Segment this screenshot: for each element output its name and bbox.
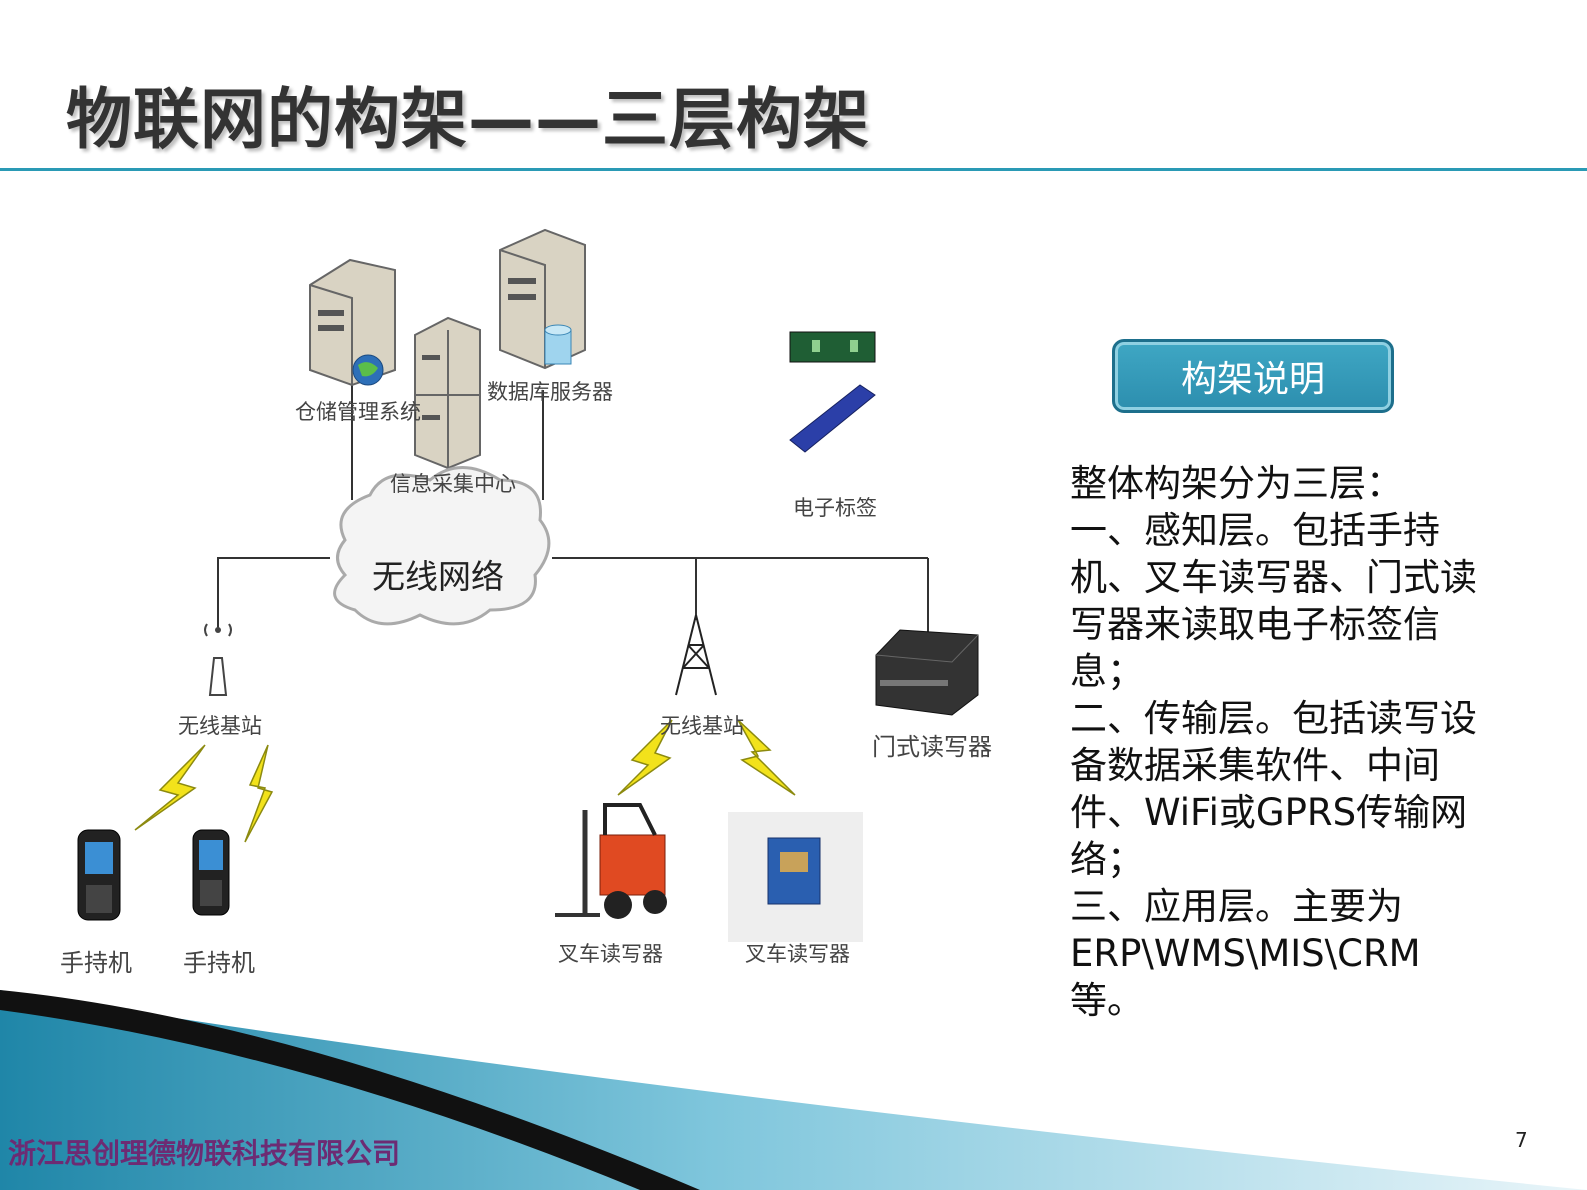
architecture-description: 整体构架分为三层： 一、感知层。包括手持机、叉车读写器、门式读写器来读取电子标签… <box>1070 460 1490 1024</box>
door-reader-icon <box>875 629 979 716</box>
forklift-reader-label-2: 叉车读写器 <box>745 942 850 966</box>
vehicle-reader-icon <box>728 812 863 942</box>
db-server-label: 数据库服务器 <box>487 380 613 404</box>
forklift-icon <box>555 803 667 919</box>
architecture-explanation-button[interactable]: 构架说明 <box>1112 339 1394 413</box>
base-station-left-label: 无线基站 <box>178 714 262 738</box>
rfid-tag-icon <box>789 331 876 453</box>
door-reader-label: 门式读写器 <box>872 733 992 761</box>
title-divider <box>0 168 1587 171</box>
description-line-perception: 一、感知层。包括手持机、叉车读写器、门式读写器来读取电子标签信息； <box>1070 509 1477 693</box>
network-diagram: 仓储管理系统 数据库服务器 信息采集中心 无线网络 电子标签 无线基站 无线基站… <box>0 190 1060 1010</box>
handheld-label-1: 手持机 <box>60 949 132 977</box>
handheld-device-icon-1 <box>77 829 121 921</box>
diagram-graphics <box>77 228 979 942</box>
company-name: 浙江思创理德物联科技有限公司 <box>8 1137 401 1170</box>
warehouse-system-label: 仓储管理系统 <box>295 400 421 424</box>
description-line-application: 三、应用层。主要为ERP\WMS\MIS\CRM等。 <box>1070 885 1421 1022</box>
warehouse-server-icon <box>309 258 396 387</box>
wireless-signal-icons <box>134 719 796 843</box>
footer-decoration <box>0 990 1587 1190</box>
description-line-intro: 整体构架分为三层： <box>1070 462 1403 505</box>
handheld-label-2: 手持机 <box>183 949 255 977</box>
collection-center-server-icon <box>414 316 481 470</box>
page-number: 7 <box>1515 1128 1528 1152</box>
description-line-transport: 二、传输层。包括读写设备数据采集软件、中间件、WiFi或GPRS传输网络； <box>1070 697 1477 881</box>
forklift-reader-label-1: 叉车读写器 <box>558 942 663 966</box>
base-station-left-icon <box>204 623 232 696</box>
cloud-icon <box>333 466 551 626</box>
slide-title: 物联网的构架——三层构架 <box>66 81 870 158</box>
connection-lines <box>217 310 929 640</box>
handheld-device-icon-2 <box>192 829 230 916</box>
base-station-right-label: 无线基站 <box>660 714 744 738</box>
etag-label: 电子标签 <box>793 496 877 520</box>
wireless-network-label: 无线网络 <box>372 557 504 596</box>
database-server-icon <box>499 228 586 370</box>
collection-center-label: 信息采集中心 <box>390 472 516 496</box>
radio-tower-icon <box>675 614 717 696</box>
